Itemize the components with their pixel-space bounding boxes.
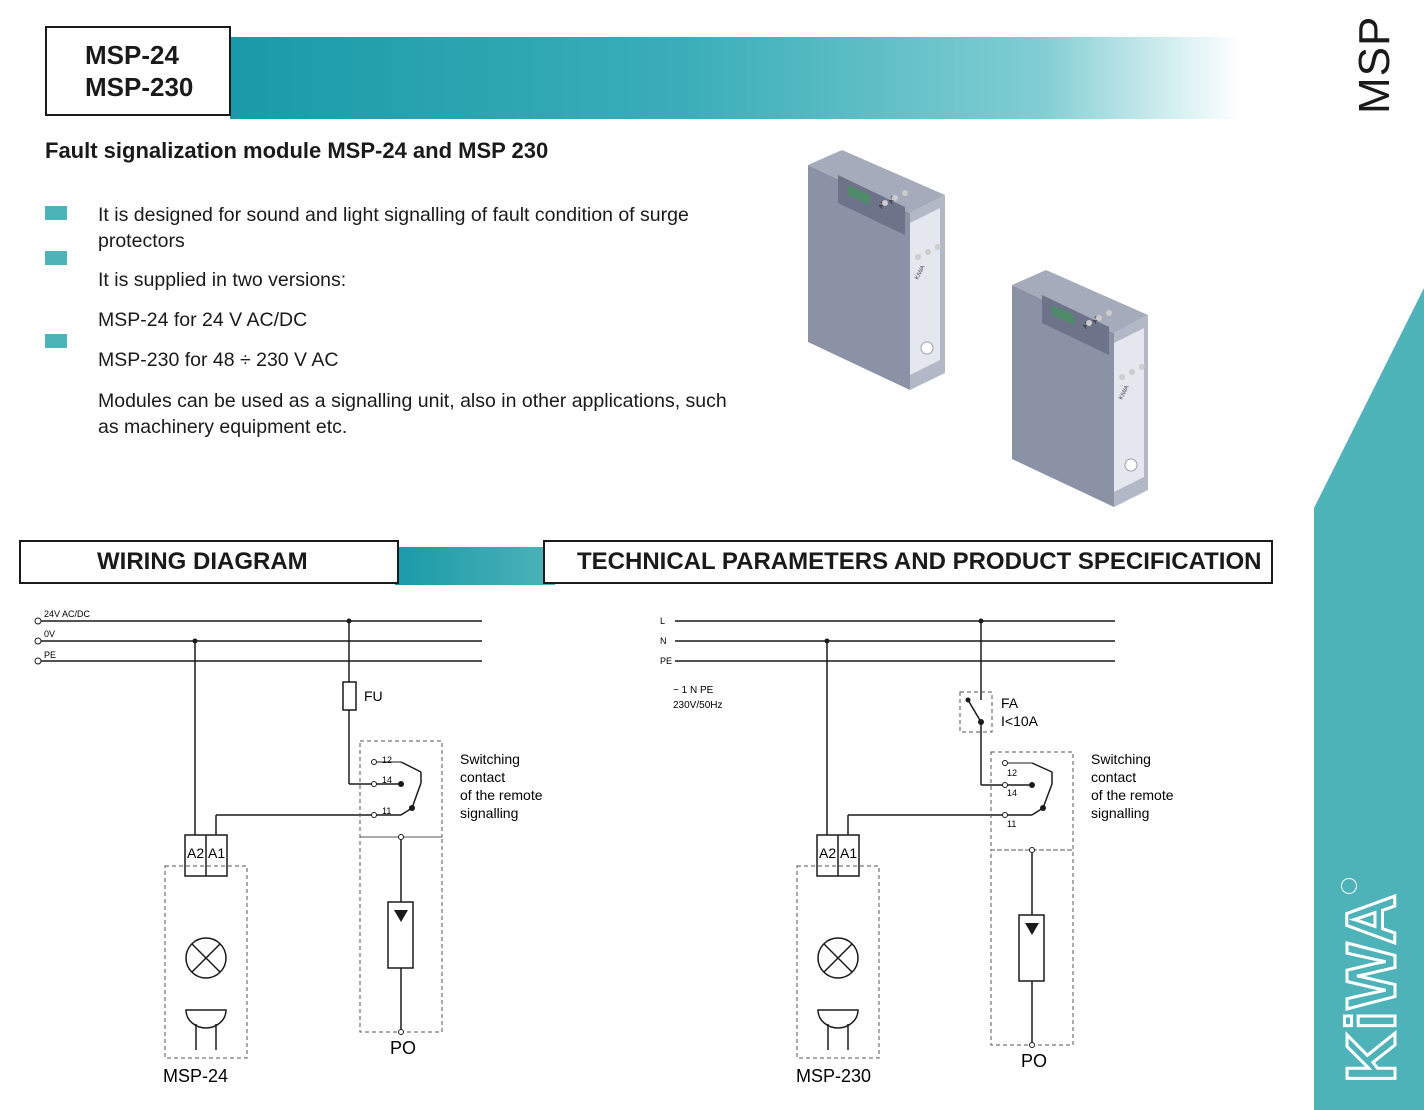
wiring-diagram-msp-24: 24V AC/DC 0V PE FU 12 14 11 Switching co… [34, 609, 543, 1086]
switch-description: of the remote [1091, 787, 1174, 803]
supply-voltage-label: 230V/50Hz [673, 700, 722, 711]
terminal-14-label: 14 [1007, 788, 1017, 798]
po-label: PO [390, 1038, 416, 1058]
product-photo: KIWA A1 A2 KIWA A1 A2 [808, 150, 1148, 507]
side-category-label: MSP [1340, 16, 1410, 114]
brand-logo-text: KiWA [1333, 892, 1410, 1083]
switch-description: contact [460, 769, 505, 785]
fuse-label: FU [364, 688, 383, 704]
description-paragraph: It is supplied in two versions: [98, 269, 347, 291]
terminal-12-label: 12 [1007, 768, 1017, 778]
bullet-marker [45, 251, 67, 265]
breaker-rating-label: I<10A [1001, 713, 1039, 729]
model-title-box: MSP-24 MSP-230 [45, 26, 231, 116]
description-paragraph: MSP-230 for 48 ÷ 230 V AC [98, 349, 339, 371]
line-label-n: N [660, 636, 667, 646]
terminal-14-label: 14 [382, 775, 392, 785]
model-title-line1: MSP-24 [85, 40, 179, 70]
switch-description: Switching [460, 751, 520, 767]
switch-description: of the remote [460, 787, 543, 803]
description-paragraph: MSP-24 for 24 V AC/DC [98, 309, 308, 331]
brand-logo-mark: KiWA [1331, 891, 1412, 1085]
terminal-11-label: 11 [382, 806, 391, 816]
wiring-diagram-msp-230: L N PE ~ 1 N PE 230V/50Hz FA I<10A 12 14… [660, 616, 1174, 1086]
description-paragraph: It is designed for sound and light signa… [98, 204, 689, 252]
line-label-l: L [660, 616, 665, 626]
line-label-0v: 0V [44, 629, 55, 639]
line-label-24v: 24V AC/DC [44, 609, 91, 619]
terminal-a2-label: A2 [819, 845, 836, 861]
side-category-text: MSP [1350, 15, 1399, 114]
device-msp-230: KIWA A1 A2 [1012, 270, 1148, 507]
bullet-marker [45, 206, 67, 220]
description-paragraph: Modules can be used as a signalling unit… [98, 390, 727, 438]
terminal-a1-label: A1 [840, 845, 857, 861]
module-label: MSP-230 [796, 1066, 871, 1086]
brand-logo: KiWA [1331, 878, 1413, 1088]
wiring-header-band [395, 547, 555, 585]
brand-side-panel [1314, 288, 1424, 1110]
terminal-11-label: 11 [1007, 819, 1016, 829]
switch-description: signalling [1091, 805, 1149, 821]
model-title-line2: MSP-230 [85, 72, 194, 102]
terminal-12-label: 12 [382, 755, 392, 765]
device-msp-24: KIWA A1 A2 [808, 150, 945, 390]
terminal-a1-label: A1 [208, 845, 225, 861]
line-label-pe: PE [44, 650, 56, 660]
switch-description: Switching [1091, 751, 1151, 767]
switch-description: signalling [460, 805, 518, 821]
registered-mark-icon [1341, 878, 1357, 894]
header-band [230, 37, 1240, 119]
po-label: PO [1021, 1051, 1047, 1071]
supply-type-label: ~ 1 N PE [673, 685, 714, 696]
technical-params-header: TECHNICAL PARAMETERS AND PRODUCT SPECIFI… [543, 540, 1273, 584]
module-label: MSP-24 [163, 1066, 228, 1086]
switch-description: contact [1091, 769, 1136, 785]
breaker-label: FA [1001, 695, 1019, 711]
terminal-a2-label: A2 [187, 845, 204, 861]
wiring-diagram-header: WIRING DIAGRAM [19, 540, 399, 584]
bullet-marker [45, 334, 67, 348]
page-subtitle: Fault signalization module MSP-24 and MS… [45, 138, 549, 163]
line-label-pe: PE [660, 656, 672, 666]
